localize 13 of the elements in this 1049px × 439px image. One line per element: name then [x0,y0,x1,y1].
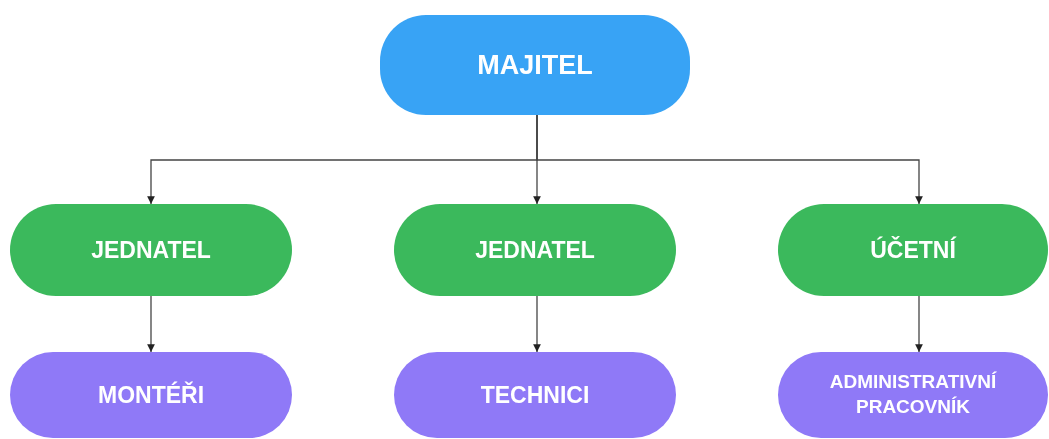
connector-arrow [533,295,541,353]
role-label: JEDNATEL [91,235,211,265]
connector-arrow [536,114,923,205]
role-label: ÚČETNÍ [870,235,956,265]
role-label: ADMINISTRATIVNÍ PRACOVNÍK [828,370,998,419]
connector-arrow [915,295,923,353]
connector-arrow [147,295,155,353]
role-pill [778,204,1048,296]
role-label: TECHNICI [480,380,590,410]
role-label: JEDNATEL [475,235,595,265]
role-pill [778,352,1048,438]
role-label: MONTÉŘI [97,380,205,410]
role-label: MAJITEL [477,48,593,82]
